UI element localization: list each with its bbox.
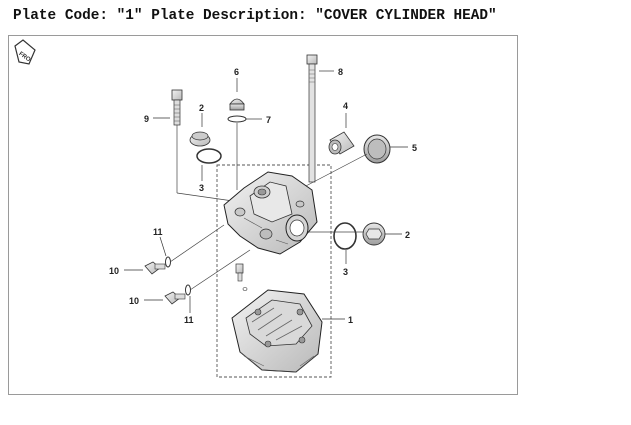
callout-7: 7	[266, 115, 271, 125]
front-direction-icon: FRO	[14, 39, 36, 65]
part-11-washer-lower	[185, 284, 191, 296]
callout-11-upper: 11	[153, 227, 163, 237]
part-5-seal-cap	[363, 134, 391, 164]
plate-description-value: "COVER CYLINDER HEAD"	[315, 8, 497, 24]
callout-4: 4	[343, 101, 348, 111]
callout-2-upper: 2	[199, 103, 204, 113]
part-6-cap-nut	[229, 98, 245, 111]
diagram-frame	[8, 35, 518, 395]
plate-description-label: Plate Description:	[151, 8, 307, 24]
callout-2-right: 2	[405, 230, 410, 240]
callout-11-lower: 11	[184, 315, 194, 325]
plate-code-label: Plate Code:	[13, 8, 108, 24]
part-2-cap-upper	[189, 131, 211, 147]
part-3-oring-right	[333, 222, 357, 250]
callout-3-upper: 3	[199, 183, 204, 193]
callout-3-right: 3	[343, 267, 348, 277]
stud	[235, 263, 248, 291]
callout-9: 9	[144, 114, 149, 124]
plate-title: Plate Code: "1" Plate Description: "COVE…	[13, 8, 623, 24]
part-callouts: 9 2 3 6 7 8 4 5 2 3 1 11 10 10 11	[109, 67, 417, 325]
part-2-cap-right	[362, 222, 386, 246]
part-9-bolt	[171, 89, 241, 203]
leader-lines	[124, 70, 408, 320]
part-11-washer-upper	[165, 256, 171, 268]
part-10-bolt-upper	[144, 261, 166, 275]
callout-6: 6	[234, 67, 239, 77]
part-3-oring-upper	[196, 148, 222, 164]
cylinder-head-cover	[223, 171, 318, 255]
callout-5: 5	[412, 143, 417, 153]
callout-10-lower: 10	[129, 296, 139, 306]
callout-1: 1	[348, 315, 353, 325]
part-10-bolt-lower	[164, 291, 186, 305]
part-1-cylinder-head	[231, 289, 323, 373]
plate-code-value: "1"	[116, 8, 143, 24]
part-7-washer	[227, 115, 247, 123]
part-8-long-bolt	[306, 54, 318, 183]
assembly-boundary	[216, 164, 332, 378]
callout-8: 8	[338, 67, 343, 77]
part-4-bushing	[328, 131, 355, 155]
callout-10-upper: 10	[109, 266, 119, 276]
